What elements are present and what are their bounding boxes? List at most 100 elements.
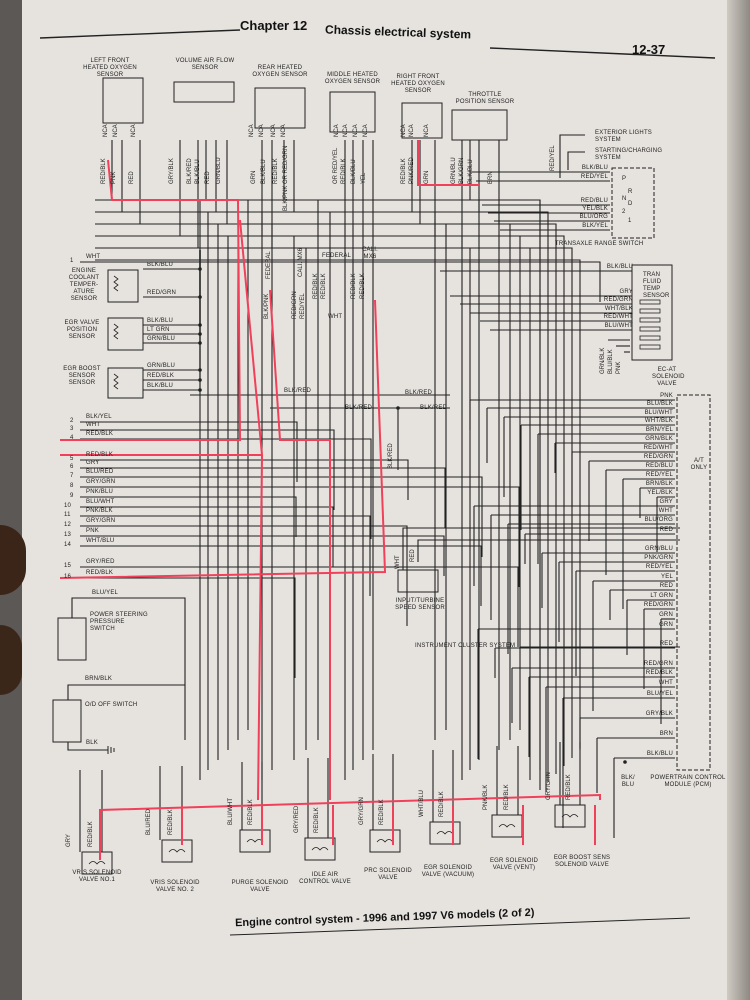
trunk-wire bbox=[95, 199, 541, 790]
wire-label: PNK bbox=[616, 361, 622, 374]
wire-label: BLK/PNK bbox=[264, 293, 270, 319]
pcm-pin: GRY bbox=[659, 499, 673, 505]
harness-wire bbox=[80, 545, 482, 606]
pcm-pin: RED/YEL bbox=[645, 564, 673, 570]
highlight-wire bbox=[99, 793, 601, 860]
page-edge bbox=[727, 0, 750, 1000]
pcm-pin: WHT bbox=[658, 680, 673, 686]
wire-label: RED/BLK bbox=[401, 158, 407, 184]
pcm-outline bbox=[676, 394, 711, 771]
wire-label: RED/BLK bbox=[321, 273, 327, 299]
wire-label: BLK/ BLU bbox=[621, 775, 635, 788]
page-number: 12-37 bbox=[632, 42, 666, 57]
splice-dot bbox=[623, 760, 627, 764]
wire-label: RED/BLK bbox=[88, 821, 94, 847]
solenoid-label: EGR SOLENOID VALVE (VACUUM) bbox=[421, 865, 475, 878]
sensor-box bbox=[401, 102, 443, 139]
wire-label: GRN/BLU bbox=[451, 157, 457, 184]
wire-label: WHT bbox=[86, 254, 101, 260]
sensor-box bbox=[173, 81, 235, 103]
transaxle-pin: RED/YEL bbox=[580, 174, 608, 180]
wire-label: RED/BLK bbox=[314, 807, 320, 833]
solenoid-label: VRIS SOLENOID VALVE NO. 2 bbox=[150, 880, 200, 893]
pcm-label: POWERTRAIN CONTROL MODULE (PCM) bbox=[650, 775, 726, 788]
trunk-wire bbox=[95, 247, 573, 758]
pin-number: 16 bbox=[64, 574, 72, 580]
pcm-pin: WHT bbox=[658, 508, 673, 514]
tran-fluid-pin: RED/GRN bbox=[603, 297, 633, 303]
nca-label: NCA bbox=[353, 124, 359, 137]
switch-wire bbox=[71, 597, 186, 740]
pcm-pin: BRN/YEL bbox=[645, 427, 673, 433]
pcm-pin: BLU/WHT bbox=[644, 410, 673, 416]
wire-label: BLK/PNK OR RED/GRN bbox=[283, 145, 289, 211]
wire-label: BLU/WHT bbox=[228, 798, 234, 825]
solenoid-coil-icon bbox=[639, 308, 661, 314]
nca-label: NCA bbox=[401, 124, 407, 137]
wire-label: GRY/GRN bbox=[86, 479, 116, 485]
sensor-box bbox=[102, 77, 144, 124]
pin-number: 12 bbox=[64, 522, 72, 528]
wire-label: BLK/RED bbox=[420, 405, 448, 411]
pcm-pin: RED/GRN bbox=[643, 602, 673, 608]
pcm-pin: RED/YEL bbox=[645, 472, 673, 478]
wire-label: BLU/RED bbox=[86, 469, 114, 475]
wire-label: RED/BLK bbox=[313, 273, 319, 299]
highlight-wire bbox=[269, 289, 331, 800]
trunk-wire bbox=[95, 259, 581, 750]
nca-label: NCA bbox=[343, 124, 349, 137]
trunk-wire bbox=[95, 223, 557, 774]
solenoid-coil-icon bbox=[639, 299, 661, 305]
wire-label: GRN bbox=[424, 170, 430, 184]
wire-label: RED/BLK bbox=[86, 452, 114, 458]
harness-wire bbox=[80, 429, 335, 510]
wire-label: BLU/WHT bbox=[86, 499, 115, 505]
left-sensor-label: ENGINE COOLANT TEMPER- ATURE SENSOR bbox=[68, 268, 100, 302]
wire-label: BLK/BLU bbox=[351, 159, 357, 184]
finger bbox=[0, 525, 26, 595]
harness-wire bbox=[80, 535, 445, 576]
harness-wire bbox=[80, 486, 520, 587]
wire-label: GRY/GRN bbox=[86, 518, 116, 524]
wire-label: RED bbox=[205, 171, 211, 184]
nca-label: NCA bbox=[131, 124, 137, 137]
wire-label: GRN/BLK bbox=[600, 347, 606, 374]
highlight-wire bbox=[417, 140, 480, 186]
wire-label: RED/YEL bbox=[300, 293, 306, 319]
harness-wire bbox=[80, 515, 371, 596]
nca-label: NCA bbox=[424, 124, 430, 137]
pcm-pin: BRN bbox=[659, 731, 673, 737]
wire-label: BLK/YEL bbox=[86, 414, 112, 420]
trunk-wire bbox=[95, 211, 549, 782]
pin-number: 4 bbox=[70, 435, 74, 441]
pin-number: 5 bbox=[70, 456, 74, 462]
harness-wire bbox=[80, 566, 519, 647]
harness-wire bbox=[80, 476, 483, 557]
harness-wire bbox=[80, 467, 446, 528]
wire-label: PNK/RED bbox=[409, 157, 415, 184]
wire-label: WHT bbox=[395, 555, 401, 569]
wire-label: GRN/BLU bbox=[147, 363, 176, 369]
highlight-wire bbox=[60, 159, 242, 441]
wire-label: GRY bbox=[86, 460, 100, 466]
pcm-pin: GRN/BLU bbox=[644, 546, 673, 552]
pcm-pin: BLU/ORG bbox=[644, 517, 673, 523]
wire-label: WHT/BLU bbox=[86, 538, 115, 544]
wire-label: RED/BLK bbox=[439, 791, 445, 817]
left-sensor-label: EGR BOOST SENSOR SENSOR bbox=[63, 366, 101, 386]
wire-label: BRN/BLK bbox=[85, 676, 113, 682]
chapter-label: Chapter 12 bbox=[240, 18, 308, 33]
cali-v-label: CALI. MX6 bbox=[298, 247, 304, 277]
wire-label: BLK/RED bbox=[388, 443, 394, 469]
pcm-pin: WHT/BLK bbox=[644, 418, 673, 424]
wire-label: GRY/BLK bbox=[169, 158, 175, 184]
power-steering-switch-label: POWER STEERING PRESSURE SWITCH bbox=[90, 612, 148, 632]
pin-number: 3 bbox=[70, 426, 74, 432]
wire-label: RED bbox=[410, 549, 416, 562]
wire-label: BLK/BLU bbox=[195, 159, 201, 184]
pcm-pin: BLU/BLK bbox=[646, 401, 673, 407]
header-rule bbox=[39, 29, 241, 39]
solenoid-label: PURGE SOLENOID VALVE bbox=[231, 880, 289, 893]
transaxle-pin: BLU/ORG bbox=[579, 214, 608, 220]
